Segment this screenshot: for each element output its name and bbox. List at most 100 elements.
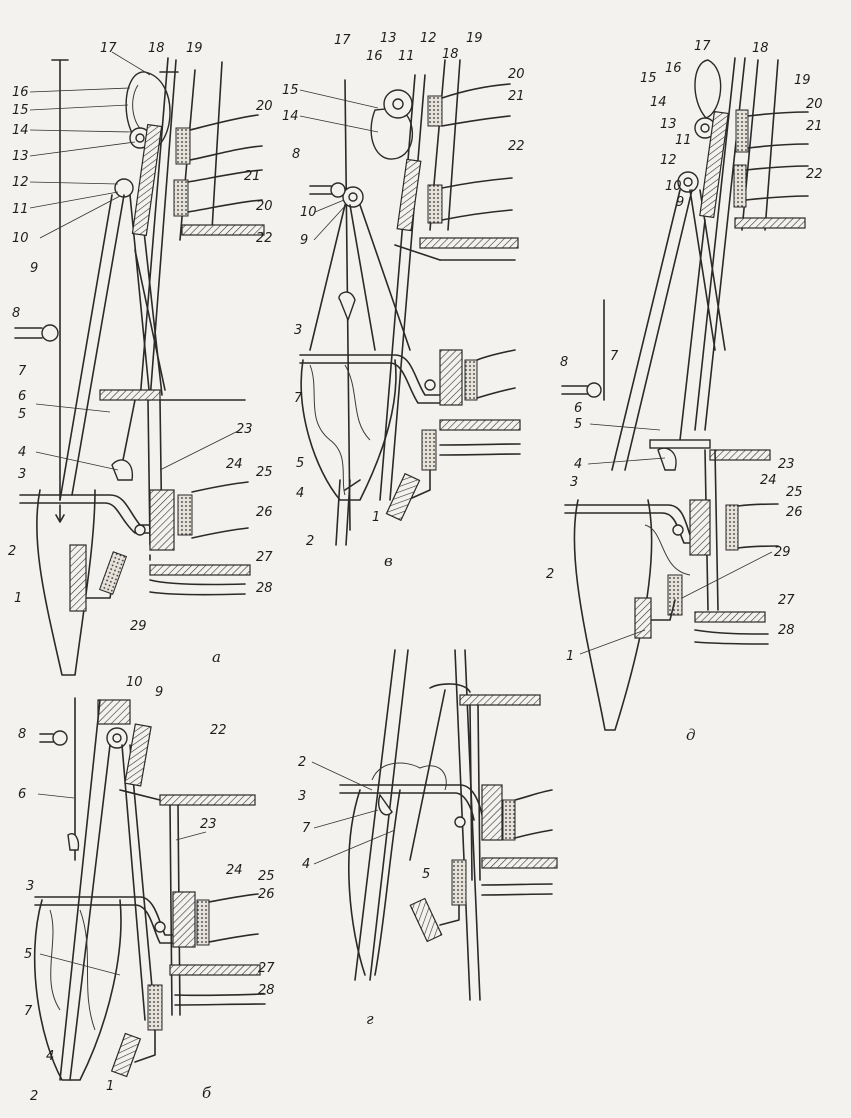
part-number-label: 3	[298, 789, 306, 804]
part-number-label: 4	[302, 857, 310, 872]
part-number-label: 21	[244, 169, 261, 184]
part-number-label: 4	[574, 457, 582, 472]
part-number-label: 11	[398, 49, 415, 64]
part-number-label: 27	[256, 550, 273, 565]
panel-label: б	[202, 1084, 212, 1102]
part-number-label: 28	[778, 623, 795, 638]
part-number-label: 11	[675, 133, 692, 148]
part-number-label: 27	[778, 593, 795, 608]
part-number-label: 14	[650, 95, 667, 110]
part-number-label: 2	[30, 1089, 38, 1104]
part-number-label: 3	[18, 467, 26, 482]
part-number-label: 25	[258, 869, 275, 884]
part-number-label: 5	[574, 417, 582, 432]
part-number-label: 29	[130, 619, 147, 634]
part-number-label: 28	[258, 983, 275, 998]
part-number-label: 9	[300, 233, 308, 248]
part-number-label: 2	[8, 544, 16, 559]
part-number-label: 20	[256, 99, 273, 114]
panel-label: а	[212, 648, 221, 666]
part-number-label: 18	[752, 41, 769, 56]
part-number-label: 9	[30, 261, 38, 276]
part-number-label: 25	[256, 465, 273, 480]
part-number-label: 21	[806, 119, 823, 134]
part-number-label: 20	[256, 199, 273, 214]
part-number-label: 16	[366, 49, 383, 64]
callouts-v: 17 13 16 11 12 18 19 15 14 20 21 22 8 10…	[282, 31, 525, 549]
callouts-d: 17 18 16 15 14 13 11 12 10 9 19 20 21 22…	[546, 39, 823, 664]
part-number-label: 19	[794, 73, 811, 88]
part-number-label: 15	[640, 71, 657, 86]
panel-label: в	[384, 552, 393, 570]
part-number-label: 17	[334, 33, 351, 48]
part-number-label: 28	[256, 581, 273, 596]
part-number-label: 7	[18, 364, 27, 379]
callouts-a: 17 18 19 16 15 14 13 12 11 10 9 20 21 20…	[8, 41, 273, 634]
part-number-label: 13	[12, 149, 29, 164]
part-number-label: 1	[566, 649, 574, 664]
part-number-label: 3	[294, 323, 302, 338]
part-number-label: 2	[298, 755, 306, 770]
part-number-label: 21	[508, 89, 525, 104]
panel-g: г 2 3 7 4 5	[298, 649, 558, 1028]
part-number-label: 23	[236, 422, 253, 437]
part-number-label: 3	[570, 475, 578, 490]
part-number-label: 6	[18, 787, 26, 802]
part-number-label: 10	[126, 675, 143, 690]
part-number-label: 13	[380, 31, 397, 46]
part-number-label: 26	[258, 887, 275, 902]
part-number-label: 17	[694, 39, 711, 54]
part-number-label: 20	[806, 97, 823, 112]
part-number-label: 2	[306, 534, 314, 549]
part-number-label: 27	[258, 961, 275, 976]
part-number-label: 10	[12, 231, 29, 246]
part-number-label: 5	[422, 867, 430, 882]
part-number-label: 25	[786, 485, 803, 500]
part-number-label: 4	[46, 1049, 54, 1064]
part-number-label: 7	[302, 821, 311, 836]
part-number-label: 7	[610, 349, 619, 364]
panel-label: г	[366, 1010, 374, 1028]
panel-label: д	[686, 726, 696, 744]
part-number-label: 24	[760, 473, 777, 488]
part-number-label: 19	[186, 41, 203, 56]
callouts-b: 10 9 8 22 6 23 3 24 25 26 5 7 27 28 4 2 …	[18, 675, 275, 1104]
part-number-label: 9	[676, 195, 684, 210]
part-number-label: 22	[508, 139, 525, 154]
part-number-label: 8	[292, 147, 300, 162]
part-number-label: 8	[12, 306, 20, 321]
part-number-label: 11	[12, 202, 29, 217]
part-number-label: 15	[282, 83, 299, 98]
part-number-label: 5	[24, 947, 32, 962]
part-number-label: 24	[226, 457, 243, 472]
part-number-label: 4	[296, 486, 304, 501]
part-number-label: 22	[806, 167, 823, 182]
part-number-label: 15	[12, 103, 29, 118]
part-number-label: 20	[508, 67, 525, 82]
callouts-g: 2 3 7 4 5	[298, 755, 430, 882]
part-number-label: 16	[12, 85, 29, 100]
part-number-label: 14	[282, 109, 299, 124]
part-number-label: 5	[296, 456, 304, 471]
part-number-label: 23	[778, 457, 795, 472]
part-number-label: 29	[774, 545, 791, 560]
part-number-label: 24	[226, 863, 243, 878]
part-number-label: 19	[466, 31, 483, 46]
part-number-label: 1	[106, 1079, 114, 1094]
part-number-label: 18	[148, 41, 165, 56]
part-number-label: 5	[18, 407, 26, 422]
part-number-label: 26	[256, 505, 273, 520]
part-number-label: 8	[18, 727, 26, 742]
part-number-label: 23	[200, 817, 217, 832]
part-number-label: 12	[660, 153, 677, 168]
part-number-label: 10	[300, 205, 317, 220]
part-number-label: 26	[786, 505, 803, 520]
panel-b: б 10 9 8 22 6 23 3 24 25 26 5 7 27 28 4 …	[18, 675, 275, 1104]
part-number-label: 9	[155, 685, 163, 700]
part-number-label: 4	[18, 445, 26, 460]
part-number-label: 12	[420, 31, 437, 46]
part-number-label: 16	[665, 61, 682, 76]
part-number-label: 6	[18, 389, 26, 404]
part-number-label: 6	[574, 401, 582, 416]
part-number-label: 1	[14, 591, 22, 606]
